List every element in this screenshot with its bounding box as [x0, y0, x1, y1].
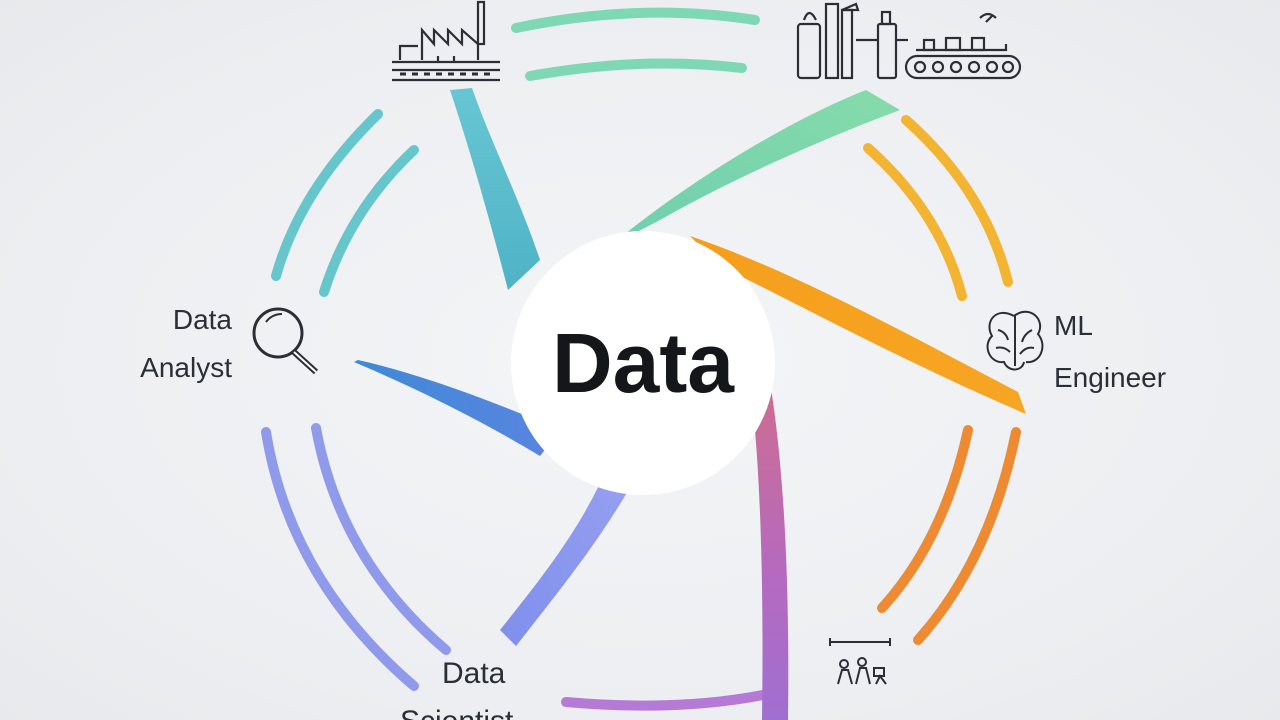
role-label-data-analyst: Data Analyst	[130, 296, 232, 392]
role-analyst-line1: Data	[172, 304, 232, 335]
arc-upper-left-outer	[271, 109, 383, 281]
arc-lower-right-inner	[877, 425, 973, 613]
magnifying-glass-icon	[252, 307, 319, 375]
center-label: Data	[551, 315, 735, 410]
role-scientist-line2: Scientist	[400, 698, 513, 720]
factory-icon	[392, 0, 500, 82]
role-ml-line2: Engineer	[1054, 362, 1167, 393]
arc-lower-left-outer	[261, 427, 419, 691]
role-scientist-line1: Data	[442, 657, 506, 690]
outer-arcs	[261, 7, 1021, 711]
spokes	[354, 88, 1026, 720]
arc-lower-right-outer	[913, 427, 1021, 645]
spoke-teal	[450, 88, 540, 290]
arc-upper-right-outer	[901, 115, 1013, 287]
role-label-data-scientist: Data Scientist	[400, 650, 513, 720]
center-circle	[511, 231, 775, 495]
spoke-mint	[610, 90, 900, 246]
spoke-magenta	[752, 370, 789, 720]
conveyor-belt-icon	[904, 12, 1022, 80]
arc-upper-left-inner	[319, 145, 419, 297]
arc-top-outer	[511, 7, 760, 33]
spoke-periwinkle	[500, 470, 632, 646]
spoke-blue	[354, 360, 560, 456]
arc-upper-right-inner	[863, 143, 967, 301]
arc-lower-left-inner	[311, 423, 451, 655]
robot-team-icon	[829, 638, 891, 685]
industrial-plant-icon	[796, 2, 908, 80]
role-analyst-line2: Analyst	[140, 352, 232, 383]
brain-icon	[986, 310, 1044, 371]
role-label-ml-engineer: ML Engineer	[1054, 302, 1166, 402]
role-ml-line1: ML	[1054, 310, 1093, 341]
spoke-orange	[690, 236, 1026, 414]
arc-top-inner	[525, 58, 747, 81]
arc-bottom	[561, 689, 773, 711]
